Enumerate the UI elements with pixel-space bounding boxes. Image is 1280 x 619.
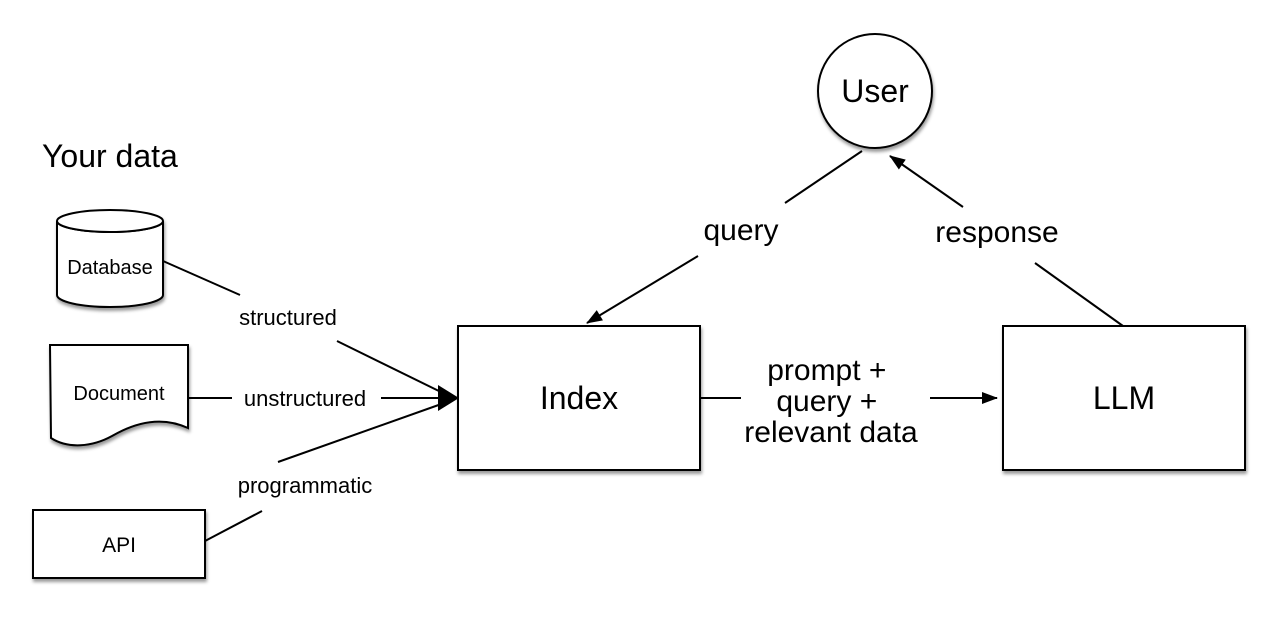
unstructured-edge-label: unstructured — [244, 386, 366, 411]
response-edge-label: response — [935, 216, 1058, 249]
merge-arrowhead-icon — [438, 385, 459, 411]
structured-edge-label: structured — [239, 305, 337, 330]
user-circle — [817, 33, 933, 149]
your-data-title: Your data — [42, 138, 178, 174]
edge-api-to-programmatic — [204, 510, 263, 542]
database-label: Database — [67, 257, 153, 279]
api-box — [32, 509, 206, 579]
llm-box — [1002, 325, 1246, 471]
index-label: Index — [540, 380, 618, 416]
database-cylinder-top — [56, 209, 164, 233]
api-label: API — [102, 534, 136, 557]
document-label: Document — [73, 383, 165, 405]
edge-response-to-user-arrow — [889, 155, 964, 208]
index-box — [457, 325, 701, 471]
edge-user-to-query — [784, 150, 863, 204]
prompt-edge-label-line-2: query + — [776, 385, 877, 418]
query-edge-label: query — [703, 214, 778, 247]
user-label: User — [841, 73, 909, 109]
edge-database-to-structured — [162, 260, 241, 296]
document-shape-icon — [48, 344, 189, 447]
prompt-edge-label: prompt + query + relevant data — [744, 354, 918, 449]
edge-programmatic-to-index — [277, 401, 448, 463]
edge-llm-to-response — [1034, 262, 1124, 327]
edge-query-to-index-arrow — [586, 255, 699, 324]
programmatic-edge-label: programmatic — [238, 473, 372, 498]
llm-label: LLM — [1093, 380, 1155, 416]
database-node — [56, 209, 164, 308]
prompt-edge-label-line-1: prompt + — [767, 354, 886, 387]
edge-structured-to-index — [336, 340, 448, 396]
prompt-edge-label-line-3: relevant data — [744, 416, 918, 449]
